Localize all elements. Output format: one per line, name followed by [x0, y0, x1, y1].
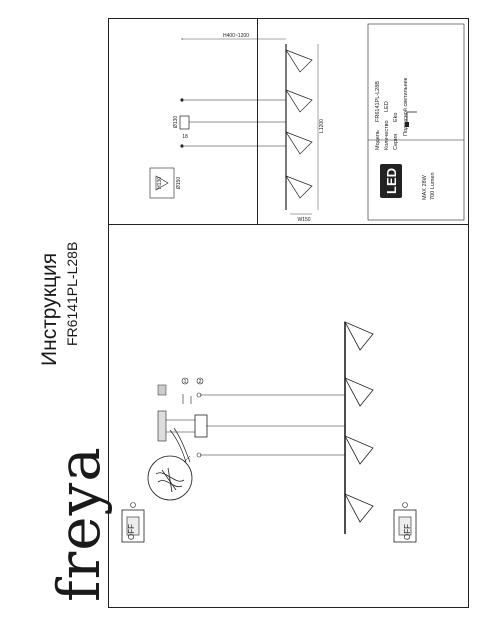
canopy-height-label: 18	[182, 134, 188, 140]
length-label: L1200	[319, 119, 325, 133]
shade-height-label: H130	[157, 177, 163, 189]
spec-power: MAX 28W	[422, 174, 428, 200]
step-1-label: 1	[184, 379, 187, 385]
spec-series-value: Eko	[393, 113, 399, 122]
section-divider	[108, 224, 469, 225]
svg-text:LED: LED	[384, 168, 399, 194]
spec-count-value: LED	[384, 101, 390, 112]
step-2-label: 2	[199, 379, 202, 385]
spec-model-label: Модель	[375, 130, 381, 150]
spec-type-value: Подвесной светильник	[402, 77, 409, 136]
step-2-marker	[196, 377, 204, 385]
power-off-switch-2: OFF	[393, 502, 417, 543]
off-label-2: OFF	[403, 524, 412, 540]
dimension-drawing: H400~1200 L1200 W150 Ø130 18 H130 Ø150	[149, 33, 325, 223]
pendant-type-icon	[405, 111, 417, 127]
led-badge: LED	[380, 164, 402, 198]
canopy-diameter-label: Ø130	[173, 116, 179, 128]
height-range-label: H400~1200	[223, 33, 249, 39]
spec-model-value: FR6141PL-L28B	[375, 81, 381, 122]
page-frame	[108, 18, 469, 608]
power-off-switch-1: OFF	[121, 502, 145, 543]
spec-table: Модель FR6141PL-L28B Количество LED Сери…	[367, 23, 465, 221]
spec-series-label: Серия	[393, 134, 399, 150]
spec-count-label: Количество	[384, 120, 390, 150]
spec-divider-vertical	[257, 18, 258, 225]
installation-drawing: 1 2	[147, 321, 374, 534]
off-label-1: OFF	[127, 524, 136, 540]
step-1-marker	[181, 377, 189, 385]
width-label: W150	[297, 217, 310, 223]
shade-diameter-label: Ø150	[176, 177, 182, 189]
spec-flux: 700 Lumen	[430, 172, 436, 200]
